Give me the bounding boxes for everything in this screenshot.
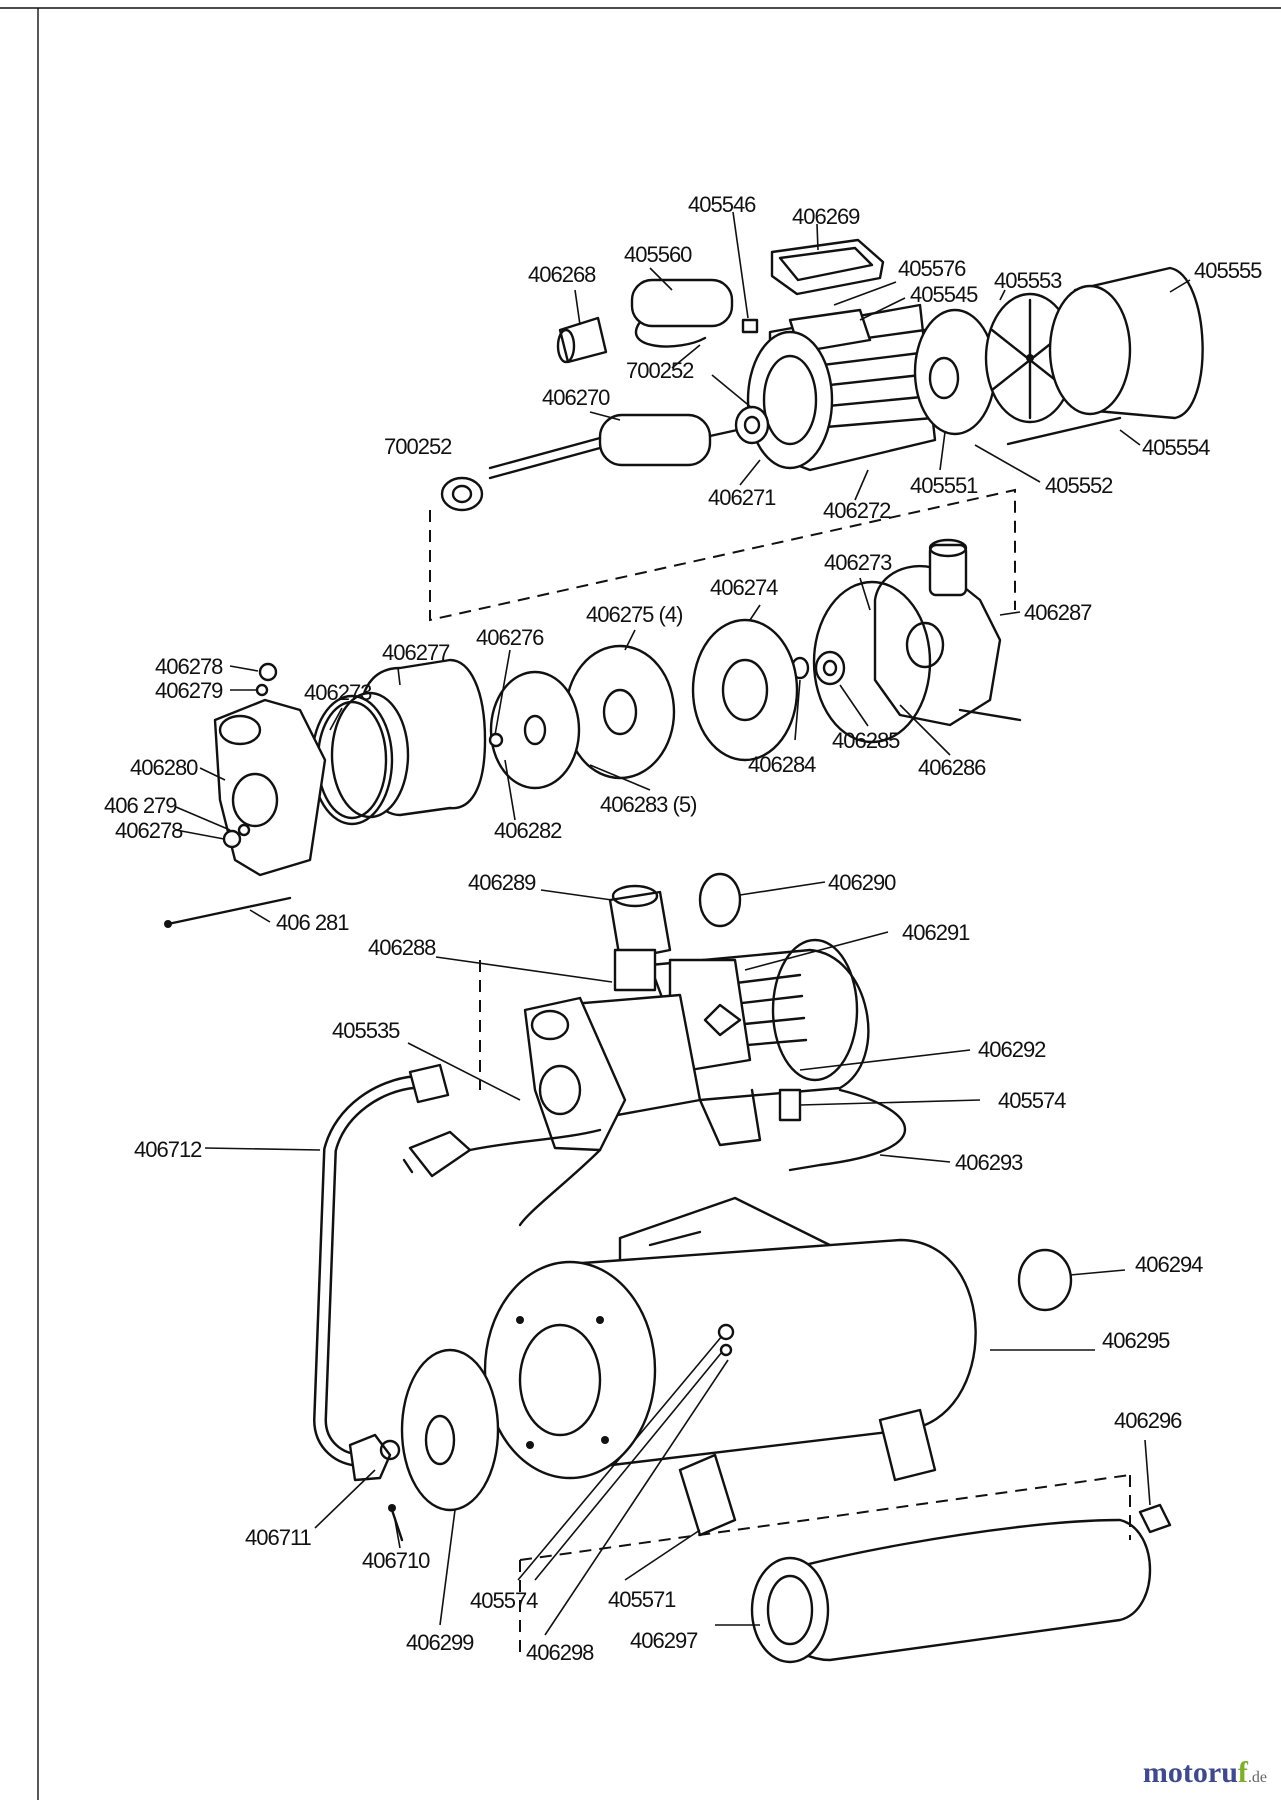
part-label: 406282: [494, 818, 562, 843]
part-label: 406292: [978, 1037, 1046, 1062]
part-label: 406276: [476, 625, 544, 650]
part-label: 406 281: [276, 910, 349, 935]
watermark-accent: f: [1237, 1756, 1248, 1789]
part-label: 406270: [542, 385, 610, 410]
part-label: 405535: [332, 1018, 400, 1043]
part-label: 405555: [1194, 258, 1262, 283]
part-label: 406297: [630, 1628, 698, 1653]
part-label: 405574: [998, 1088, 1066, 1113]
pump-head-group: [164, 538, 1022, 928]
part-label: 406273: [304, 680, 372, 705]
part-label: 406287: [1024, 600, 1092, 625]
part-label: 406273: [824, 550, 892, 575]
part-label: 406299: [406, 1630, 474, 1655]
part-label: 406295: [1102, 1328, 1170, 1353]
part-label: 406272: [823, 498, 891, 523]
part-label: 406280: [130, 755, 198, 780]
part-label: 405576: [898, 256, 966, 281]
part-label: 406291: [902, 920, 970, 945]
assembled-pump-group: [402, 872, 907, 1227]
part-label: 406277: [382, 640, 450, 665]
part-label: 406283 (5): [600, 792, 696, 817]
watermark-tld: .de: [1247, 1769, 1267, 1786]
part-label: 406279: [155, 678, 223, 703]
part-label: 405554: [1142, 435, 1210, 460]
part-labels: 405546 406269 405560 406268 405576 40554…: [104, 192, 1263, 1665]
part-label: 405553: [994, 268, 1062, 293]
part-label: 405546: [688, 192, 756, 217]
part-label: 405552: [1045, 473, 1113, 498]
part-label: 406290: [828, 870, 896, 895]
tank-group: [388, 1196, 1172, 1664]
part-label: 405574: [470, 1588, 538, 1613]
part-label: 406269: [792, 204, 860, 229]
watermark-logo: motoruf.de: [1143, 1756, 1267, 1790]
part-label: 406278: [155, 654, 223, 679]
part-label: 406298: [526, 1640, 594, 1665]
part-label: 406284: [748, 752, 816, 777]
part-label: 406271: [708, 485, 776, 510]
part-label: 405560: [624, 242, 692, 267]
part-label: 700252: [384, 434, 452, 459]
watermark-text: motoru: [1142, 1756, 1238, 1789]
part-label: 406293: [955, 1150, 1023, 1175]
part-label: 406286: [918, 755, 986, 780]
part-label: 406285: [832, 728, 900, 753]
part-label: 700252: [626, 358, 694, 383]
part-label: 406712: [134, 1137, 202, 1162]
part-label: 406296: [1114, 1408, 1182, 1433]
leader-lines: [175, 211, 1191, 1636]
part-label: 406289: [468, 870, 536, 895]
part-label: 405545: [910, 282, 978, 307]
part-label: 406278: [115, 818, 183, 843]
part-label: 405571: [608, 1587, 676, 1612]
part-label: 406275 (4): [586, 602, 682, 627]
part-label: 405551: [910, 473, 978, 498]
part-label: 406274: [710, 575, 778, 600]
part-label: 406711: [245, 1525, 312, 1550]
part-label: 406710: [362, 1548, 430, 1573]
part-label: 406268: [528, 262, 596, 287]
part-label: 406 279: [104, 793, 177, 818]
motor-group: [440, 238, 1204, 512]
part-label: 406294: [1135, 1252, 1203, 1277]
part-label: 406288: [368, 935, 436, 960]
